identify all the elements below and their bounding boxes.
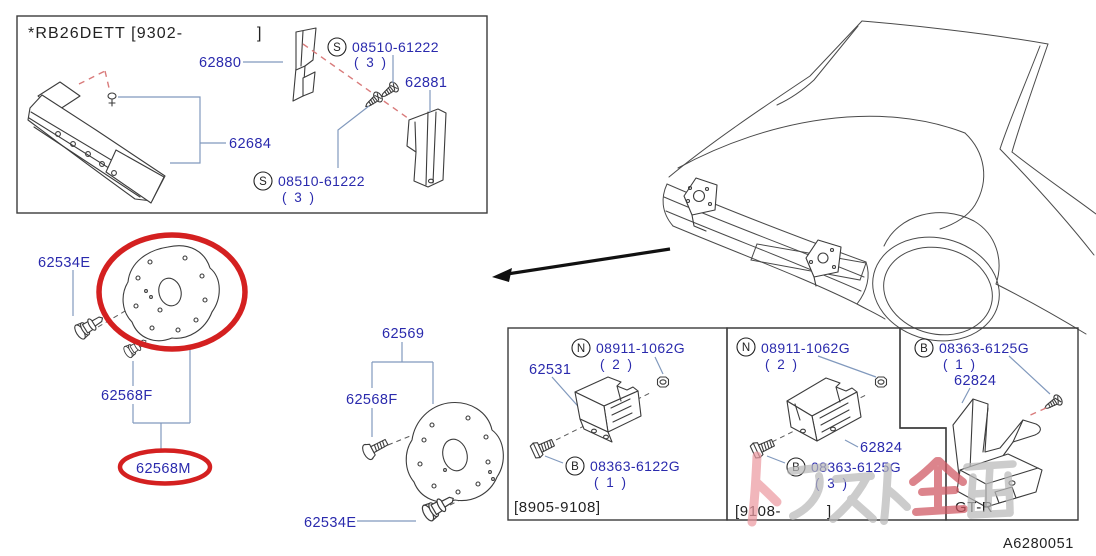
part-62568M-plate-drawing: [122, 245, 220, 342]
label-62824-box2: 62824: [860, 440, 902, 456]
red-highlight-ellipse-62568M: [117, 448, 213, 486]
label-62534E-mid: 62534E: [304, 515, 356, 531]
part-62824-drawing-box2: [786, 377, 862, 442]
label-bolt-part-box1: 08363-6122G: [590, 458, 680, 474]
screw-symbol-top: S: [333, 42, 341, 54]
installed-bracket-right: [805, 239, 842, 287]
bolt-illustration-box1: [529, 434, 557, 460]
label-62569: 62569: [382, 326, 424, 342]
label-62880: 62880: [199, 55, 241, 71]
nut-illustration-box1: [656, 376, 670, 388]
bolt-symbol-circle-box1: [565, 456, 585, 476]
label-62568M: 62568M: [136, 461, 191, 477]
part-62880-drawing: [292, 27, 317, 102]
car-illustration: [662, 20, 1096, 342]
label-62568F-mid: 62568F: [346, 392, 398, 408]
part-62531-drawing: [574, 376, 642, 443]
clip-illustration-left: [72, 310, 108, 342]
label-62684: 62684: [229, 136, 271, 152]
label-nut-qty-box1: ( 2 ): [600, 357, 634, 372]
part-62881-drawing: [406, 108, 447, 188]
part-62684-drawing: [27, 70, 166, 204]
label-62534E-left: 62534E: [38, 255, 90, 271]
screw-symbol-circle-top: [327, 37, 347, 57]
label-nut-part-box2: 08911-1062G: [761, 340, 850, 356]
nut-symbol-circle-box2: [736, 337, 756, 357]
label-bolt-part-box2: 08363-6125G: [811, 459, 901, 475]
label-screw-top-part: 08510-61222: [352, 39, 439, 55]
label-screw-top-qty: ( 3 ): [354, 55, 388, 70]
label-screw-bottom-qty: ( 3 ): [282, 190, 316, 205]
bolt-illustration-62568F: [359, 434, 391, 462]
label-nut-part-box1: 08911-1062G: [596, 340, 685, 356]
label-62881: 62881: [405, 75, 447, 91]
rb26-title: *RB26DETT [9302-: [28, 25, 183, 42]
left-plate-group: 62534E 62568F 62568M: [38, 232, 248, 486]
nut-symbol-box2: N: [742, 342, 750, 354]
nut-symbol-box1: N: [577, 343, 585, 355]
label-bolt-part-box3: 08363-6125G: [939, 340, 1029, 356]
label-62531: 62531: [529, 362, 571, 378]
label-bolt-qty-box3: ( 1 ): [943, 357, 977, 372]
screw-illustration-box3: [1041, 392, 1065, 414]
pointer-arrow: [492, 247, 671, 282]
installed-bracket-left: [683, 177, 718, 232]
bolt-symbol-box3: B: [920, 343, 928, 355]
nut-symbol-circle-box1: [571, 338, 591, 358]
middle-plate-group: 62569 62568F 62534E: [304, 326, 504, 531]
drawing-number: A6280051: [1003, 536, 1074, 552]
screw-symbol-bottom: S: [259, 176, 267, 188]
label-62568F-left: 62568F: [101, 388, 153, 404]
box-8905-9108: N 08911-1062G ( 2 ) 62531 B 08363-6122G …: [507, 327, 728, 521]
red-highlight-ellipse-plate: [96, 232, 248, 352]
rb26dett-box: *RB26DETT [9302- ] 62684 62880: [16, 15, 488, 214]
bolt-symbol-box1: B: [571, 461, 579, 473]
screw-symbol-circle-bottom: [253, 171, 273, 191]
label-62824-box3: 62824: [954, 373, 996, 389]
part-62569-plate-drawing: [405, 402, 504, 503]
watermark-trust-kikaku: [747, 451, 1017, 527]
label-range-box2-open: [9108-: [735, 503, 781, 520]
label-range-box1: [8905-9108]: [514, 499, 601, 516]
bolt-symbol-circle-box3: [914, 338, 934, 358]
rb26-title-bracket: ]: [257, 25, 263, 42]
label-bolt-qty-box1: ( 1 ): [594, 475, 628, 490]
label-screw-bottom-part: 08510-61222: [278, 173, 365, 189]
nut-illustration-box2: [874, 376, 888, 388]
label-range-box2-close: ]: [827, 503, 832, 520]
label-nut-qty-box2: ( 2 ): [765, 357, 799, 372]
